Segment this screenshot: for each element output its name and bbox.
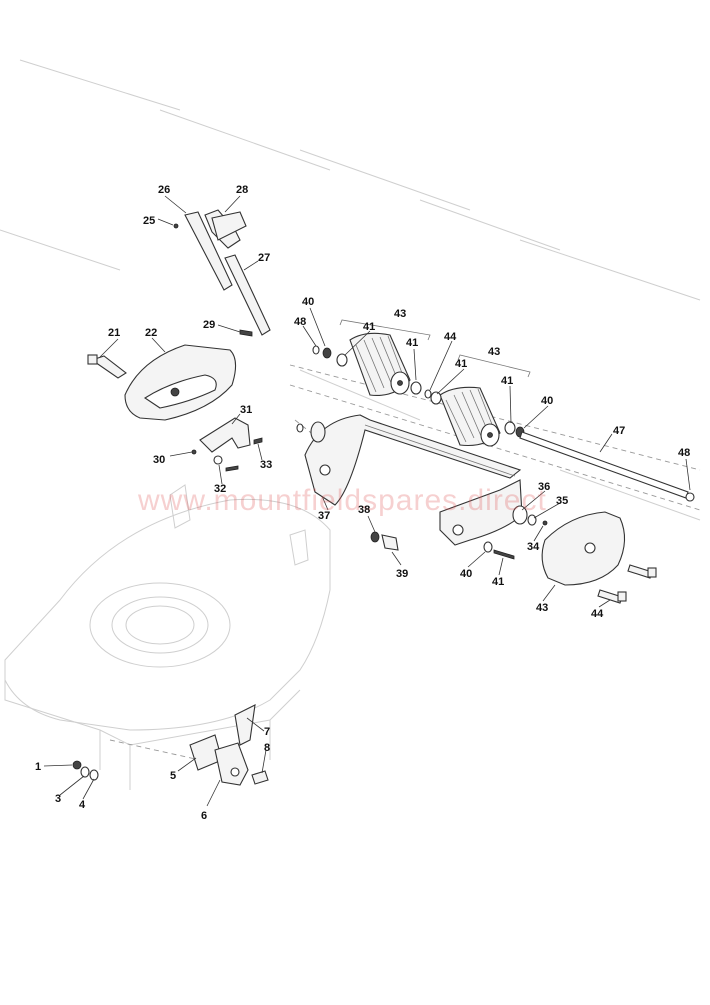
callout-21: 21 — [108, 327, 120, 339]
callout-45-right: 43 — [488, 346, 500, 358]
lower-adjuster — [72, 704, 269, 786]
callout-44-a: 41 — [363, 321, 375, 333]
right-spacers — [512, 505, 548, 526]
frame-fasteners — [370, 531, 515, 560]
mower-deck-ghost — [4, 484, 331, 790]
callout-38: 40 — [460, 568, 472, 580]
callout-31: 33 — [260, 459, 272, 471]
callout-23: 25 — [143, 215, 155, 227]
callout-35: 37 — [318, 510, 330, 522]
callout-7: 7 — [264, 726, 270, 738]
callout-labels: 26 28 25 27 29 21 22 40 48 41 43 41 44 4… — [35, 184, 690, 822]
left-wheel-cover — [87, 344, 237, 421]
callout-30: 32 — [214, 483, 226, 495]
callout-8: 8 — [264, 742, 270, 754]
lever-25 — [224, 254, 271, 336]
background-guides — [0, 59, 701, 521]
roller-spacers — [312, 345, 525, 438]
callout-5: 5 — [170, 770, 176, 782]
callout-26: 28 — [236, 184, 248, 196]
callout-48-left: 48 — [294, 316, 306, 328]
latch-26 — [211, 211, 247, 241]
callout-29: 31 — [240, 404, 252, 416]
callout-44-c: 41 — [455, 358, 467, 370]
callout-40: 43 — [536, 602, 548, 614]
callout-48-right: 48 — [678, 447, 690, 459]
callout-6: 6 — [201, 810, 207, 822]
callout-45-left: 43 — [394, 308, 406, 320]
lever-24 — [184, 211, 233, 291]
roller-right — [439, 386, 501, 447]
callout-43-right: 40 — [541, 395, 553, 407]
callout-33: 35 — [556, 495, 568, 507]
callout-28: 30 — [153, 454, 165, 466]
callout-46: 44 — [444, 331, 457, 343]
callout-34: 36 — [538, 481, 550, 493]
callout-44-d: 41 — [501, 375, 513, 387]
assembly-guides — [289, 364, 701, 511]
axle-rod-47 — [519, 431, 695, 502]
callout-24: 26 — [158, 184, 170, 196]
group-brackets — [339, 319, 531, 378]
height-lever-assembly — [173, 209, 271, 337]
screw-23 — [173, 223, 179, 229]
callout-39: 41 — [492, 576, 504, 588]
callout-27: 29 — [203, 319, 215, 331]
pin-27 — [239, 329, 253, 337]
callout-36: 38 — [358, 504, 370, 516]
callout-44-b: 41 — [406, 337, 418, 349]
axle-frame-35 — [296, 414, 523, 546]
bolt-21 — [90, 355, 127, 379]
callout-43-left: 40 — [302, 296, 314, 308]
right-wheel-cover — [541, 511, 657, 604]
callout-25: 27 — [258, 252, 270, 264]
small-bracket-29 — [191, 417, 263, 472]
callout-4: 4 — [79, 799, 86, 811]
callout-37: 39 — [396, 568, 408, 580]
callout-1: 1 — [35, 761, 41, 773]
callout-22: 22 — [145, 327, 157, 339]
leader-lines — [43, 195, 691, 807]
roller-left — [349, 332, 411, 396]
callout-41: 44 — [591, 608, 604, 620]
callout-32: 34 — [527, 541, 540, 553]
watermark-text: www.mountfieldspares.direct — [137, 484, 547, 517]
callout-47: 47 — [613, 425, 625, 437]
callout-3: 3 — [55, 793, 61, 805]
